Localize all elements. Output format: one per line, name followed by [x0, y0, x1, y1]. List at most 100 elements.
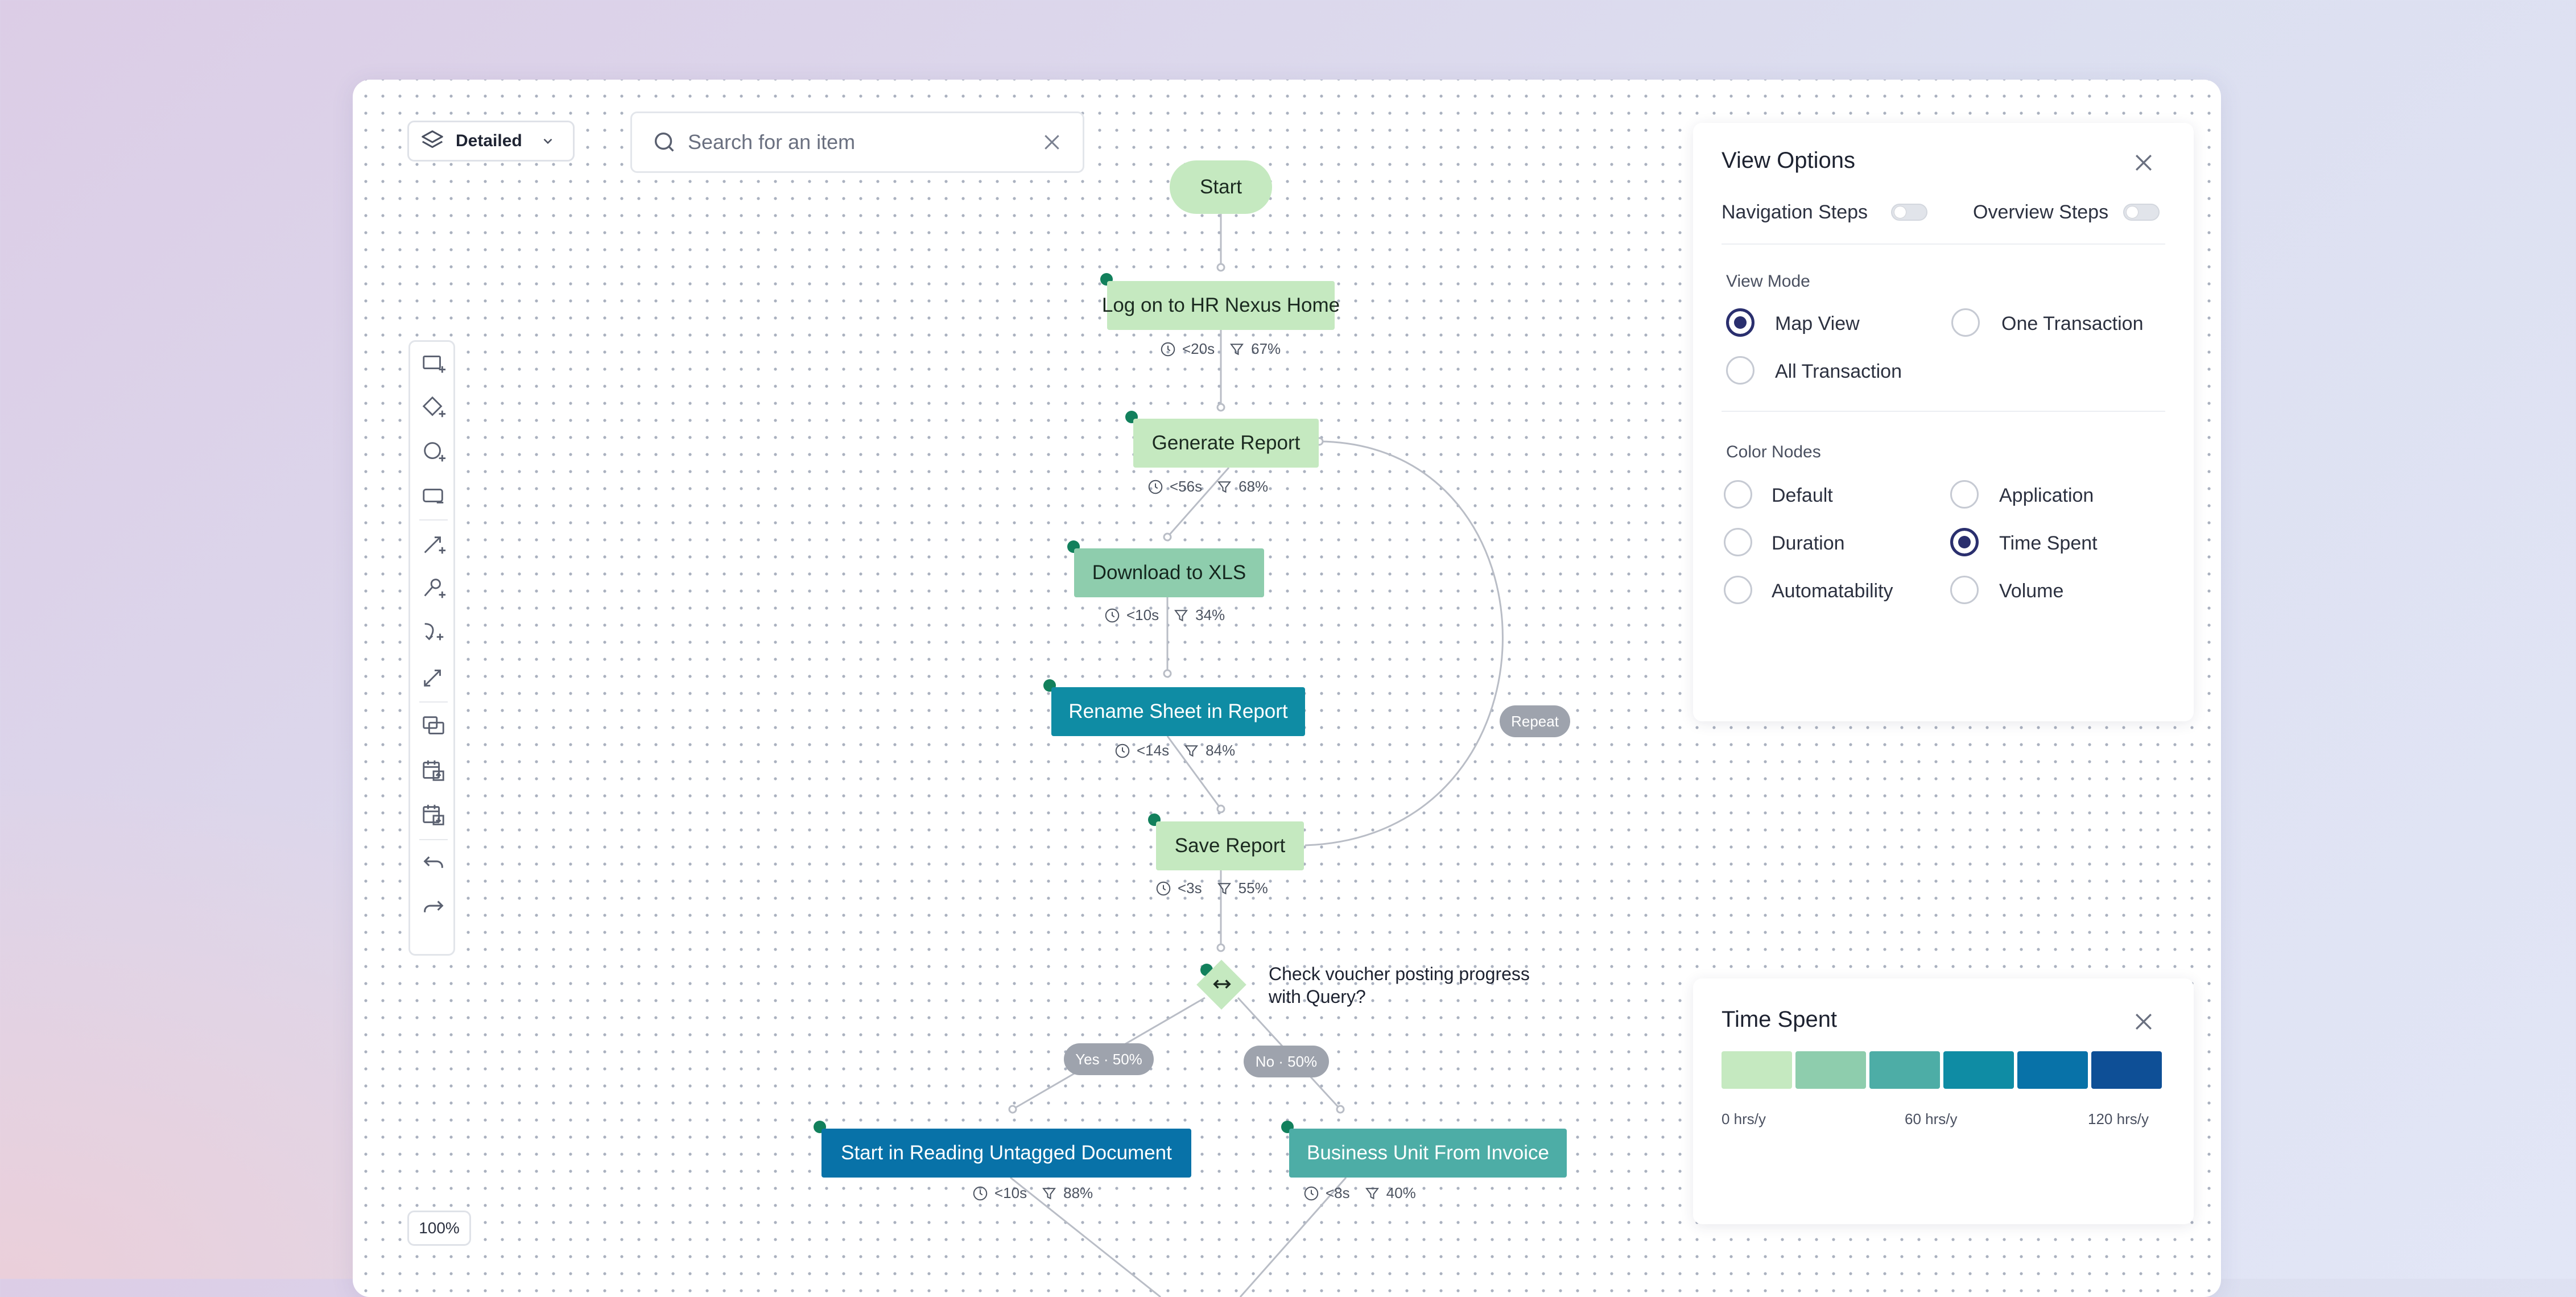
node-save-report[interactable]: Save Report — [1156, 821, 1304, 870]
add-diamond-icon[interactable] — [420, 394, 447, 420]
undo-icon[interactable] — [420, 850, 447, 877]
swap-horizontal-icon — [1211, 973, 1233, 996]
repeat-edge-label[interactable]: Repeat — [1500, 705, 1570, 737]
add-rectangle-icon[interactable] — [420, 350, 447, 376]
funnel-icon — [1228, 341, 1245, 358]
duration-value: <20s — [1182, 340, 1215, 357]
node-metrics: <14s 84% — [1114, 742, 1235, 759]
clock-icon — [972, 1185, 989, 1202]
application-label: Application — [1999, 485, 2094, 506]
edge-generate-download — [1166, 467, 1230, 538]
layers-icon — [419, 128, 445, 154]
volume-value: 68% — [1239, 478, 1269, 495]
clock-icon — [1155, 880, 1172, 897]
decision-label-line: with Query? — [1269, 986, 1366, 1007]
radio-automatability[interactable] — [1724, 576, 1752, 604]
node-download-xls[interactable]: Download to XLS — [1074, 548, 1264, 597]
overview-steps-toggle[interactable] — [2123, 204, 2160, 221]
funnel-icon — [1216, 880, 1233, 897]
node-metrics: <10s 88% — [972, 1184, 1093, 1202]
radio-application[interactable] — [1950, 480, 1979, 509]
add-subprocess-icon[interactable] — [420, 575, 447, 601]
radio-default[interactable] — [1724, 480, 1752, 509]
add-curve-icon[interactable] — [420, 619, 447, 646]
automatability-label: Automatability — [1772, 580, 1893, 602]
time-spent-legend: Time Spent 0 hrs/y 60 hrs/y 120 hrs/y — [1693, 978, 2194, 1224]
search-input[interactable]: Search for an item — [688, 130, 856, 154]
all-transaction-label: All Transaction — [1775, 361, 1902, 382]
volume-value: 67% — [1251, 340, 1281, 357]
clock-icon — [1147, 478, 1164, 495]
node-label: Business Unit From Invoice — [1307, 1142, 1549, 1164]
volume-label: Volume — [1999, 580, 2064, 602]
radio-volume[interactable] — [1950, 576, 1979, 604]
volume-value: 84% — [1206, 742, 1236, 759]
zoom-level[interactable]: 100% — [407, 1211, 471, 1246]
view-mode-title: View Mode — [1726, 272, 1810, 291]
search-box[interactable]: Search for an item — [630, 111, 1084, 173]
start-node[interactable]: Start — [1170, 160, 1272, 214]
overview-steps-label: Overview Steps — [1973, 201, 2109, 223]
import-calendar-icon[interactable] — [420, 802, 447, 828]
no-edge-label[interactable]: No · 50% — [1244, 1046, 1329, 1077]
remove-rectangle-icon[interactable] — [420, 483, 447, 509]
node-business-unit[interactable]: Business Unit From Invoice — [1289, 1129, 1567, 1178]
close-icon[interactable] — [2131, 150, 2156, 175]
node-label: Download to XLS — [1092, 561, 1246, 584]
radio-time-spent[interactable] — [1950, 528, 1979, 556]
node-start-reading[interactable]: Start in Reading Untagged Document — [821, 1129, 1191, 1178]
redo-icon[interactable] — [420, 895, 447, 921]
funnel-icon — [1183, 742, 1200, 759]
edge-rename-save — [1166, 736, 1222, 809]
view-mode-dropdown[interactable]: Detailed — [407, 121, 575, 162]
map-view-label: Map View — [1775, 313, 1860, 334]
default-label: Default — [1772, 485, 1833, 506]
duration-label: Duration — [1772, 532, 1845, 554]
duration-value: <3s — [1178, 879, 1202, 897]
node-rename-sheet[interactable]: Rename Sheet in Report — [1051, 687, 1305, 736]
legend-swatch — [2091, 1051, 2162, 1089]
node-label: Start in Reading Untagged Document — [841, 1142, 1172, 1164]
add-connector-icon[interactable] — [420, 531, 447, 557]
yes-label-text: Yes · 50% — [1075, 1050, 1142, 1068]
node-label: Save Report — [1174, 835, 1286, 857]
search-icon — [651, 129, 678, 155]
view-options-title: View Options — [1722, 148, 1855, 173]
editing-toolbar — [408, 340, 455, 956]
legend-swatch — [1869, 1051, 1940, 1089]
legend-max-label: 120 hrs/y — [2088, 1110, 2149, 1127]
clear-search-icon[interactable] — [1041, 131, 1063, 154]
export-calendar-icon[interactable] — [420, 757, 447, 783]
time-spent-label: Time Spent — [1999, 532, 2098, 554]
clock-icon — [1159, 341, 1176, 358]
duration-value: <10s — [994, 1184, 1027, 1201]
radio-map-view[interactable] — [1726, 308, 1755, 337]
close-icon[interactable] — [2131, 1009, 2156, 1034]
navigation-steps-toggle[interactable] — [1891, 204, 1927, 221]
funnel-icon — [1364, 1185, 1381, 1202]
radio-one-transaction[interactable] — [1951, 308, 1980, 337]
node-metrics: <10s 34% — [1104, 606, 1225, 624]
start-label: Start — [1200, 176, 1242, 198]
node-metrics: <8s 40% — [1303, 1184, 1416, 1202]
yes-edge-label[interactable]: Yes · 50% — [1064, 1043, 1154, 1075]
node-log-on[interactable]: Log on to HR Nexus Home — [1102, 281, 1340, 330]
radio-duration[interactable] — [1724, 528, 1752, 556]
legend-min-label: 0 hrs/y — [1722, 1110, 1766, 1127]
node-generate-report[interactable]: Generate Report — [1133, 419, 1319, 468]
edge-business-down — [1239, 1177, 1347, 1297]
color-nodes-title: Color Nodes — [1726, 443, 1821, 461]
funnel-icon — [1173, 607, 1190, 624]
duration-value: <14s — [1137, 742, 1170, 759]
add-circle-icon[interactable] — [420, 439, 447, 465]
radio-all-transaction[interactable] — [1726, 356, 1755, 385]
duplicate-icon[interactable] — [420, 713, 447, 739]
view-mode-label: Detailed — [456, 131, 522, 150]
remove-connector-icon[interactable] — [420, 664, 447, 690]
volume-value: 34% — [1195, 606, 1225, 623]
no-label-text: No · 50% — [1255, 1052, 1318, 1070]
process-map-canvas[interactable]: Detailed Search for an item 100 — [353, 80, 2221, 1297]
clock-icon — [1303, 1185, 1320, 1202]
node-metrics: <3s 55% — [1155, 879, 1268, 897]
chevron-down-icon — [540, 134, 555, 148]
